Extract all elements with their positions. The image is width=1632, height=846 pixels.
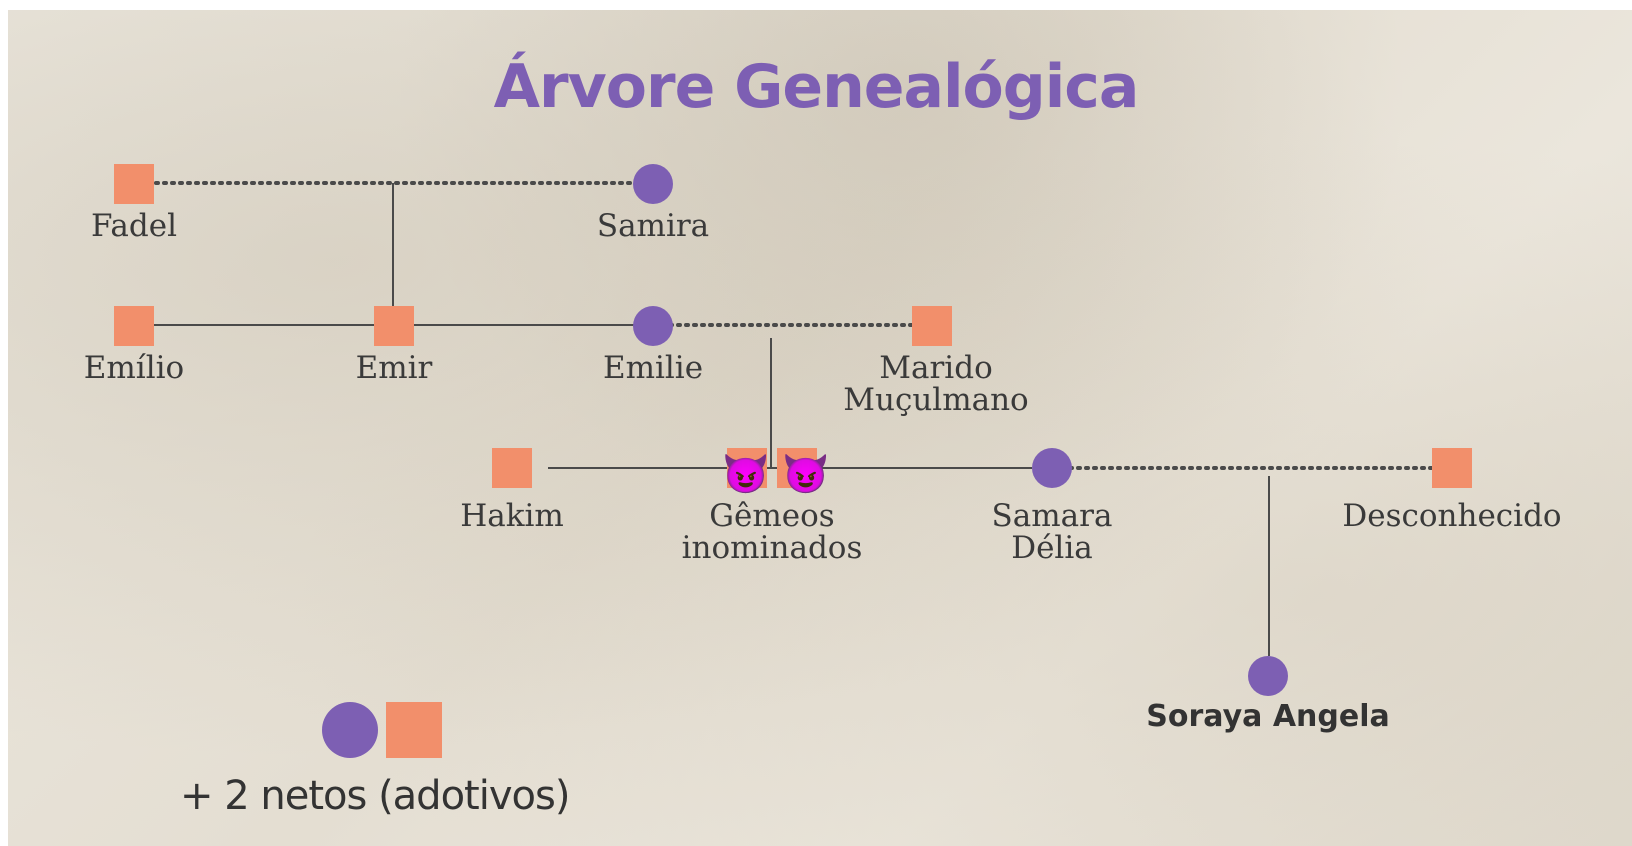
label-emilie: Emilie bbox=[602, 350, 704, 386]
paper-background bbox=[8, 10, 1632, 846]
label-desconhecido: Desconhecido bbox=[1342, 498, 1562, 534]
label-fadel: Fadel bbox=[91, 208, 177, 244]
samara-circle bbox=[1032, 448, 1072, 488]
label-marido-line2: Muçulmano bbox=[843, 382, 1029, 418]
emilio-square bbox=[114, 306, 154, 346]
label-gemeos-line1: Gêmeos bbox=[709, 498, 835, 534]
label-marido-line1: Marido bbox=[879, 350, 993, 386]
marido-square bbox=[912, 306, 952, 346]
label-emilio: Emílio bbox=[83, 350, 185, 386]
label-samara: Samara Délia bbox=[992, 500, 1113, 564]
hakim-square bbox=[492, 448, 532, 488]
grandchild-circle bbox=[322, 702, 378, 758]
twin-1-square bbox=[727, 448, 767, 488]
samira-circle bbox=[633, 164, 673, 204]
label-hakim: Hakim bbox=[460, 498, 564, 534]
label-marido: Marido Muçulmano bbox=[843, 352, 1028, 416]
label-gemeos-line2: inominados bbox=[681, 530, 863, 566]
desconhecido-square bbox=[1432, 448, 1472, 488]
label-samara-line1: Samara bbox=[991, 498, 1113, 534]
fadel-square bbox=[114, 164, 154, 204]
label-gemeos: Gêmeos inominados bbox=[682, 500, 863, 564]
grandchildren-note: + 2 netos (adotivos) bbox=[180, 773, 570, 819]
twin-1-devil-icon: 😈 bbox=[722, 452, 770, 496]
label-samira: Samira bbox=[596, 208, 710, 244]
label-samara-line2: Délia bbox=[1011, 530, 1093, 566]
label-emir: Emir bbox=[355, 350, 433, 386]
soraya-circle bbox=[1248, 656, 1288, 696]
emilie-circle bbox=[633, 306, 673, 346]
twin-2-devil-icon: 😈 bbox=[782, 452, 830, 496]
grandchild-square bbox=[386, 702, 442, 758]
label-soraya: Soraya Angela bbox=[1146, 699, 1390, 734]
emir-square bbox=[374, 306, 414, 346]
page-title: Árvore Genealógica bbox=[493, 52, 1140, 122]
twin-2-square bbox=[777, 448, 817, 488]
